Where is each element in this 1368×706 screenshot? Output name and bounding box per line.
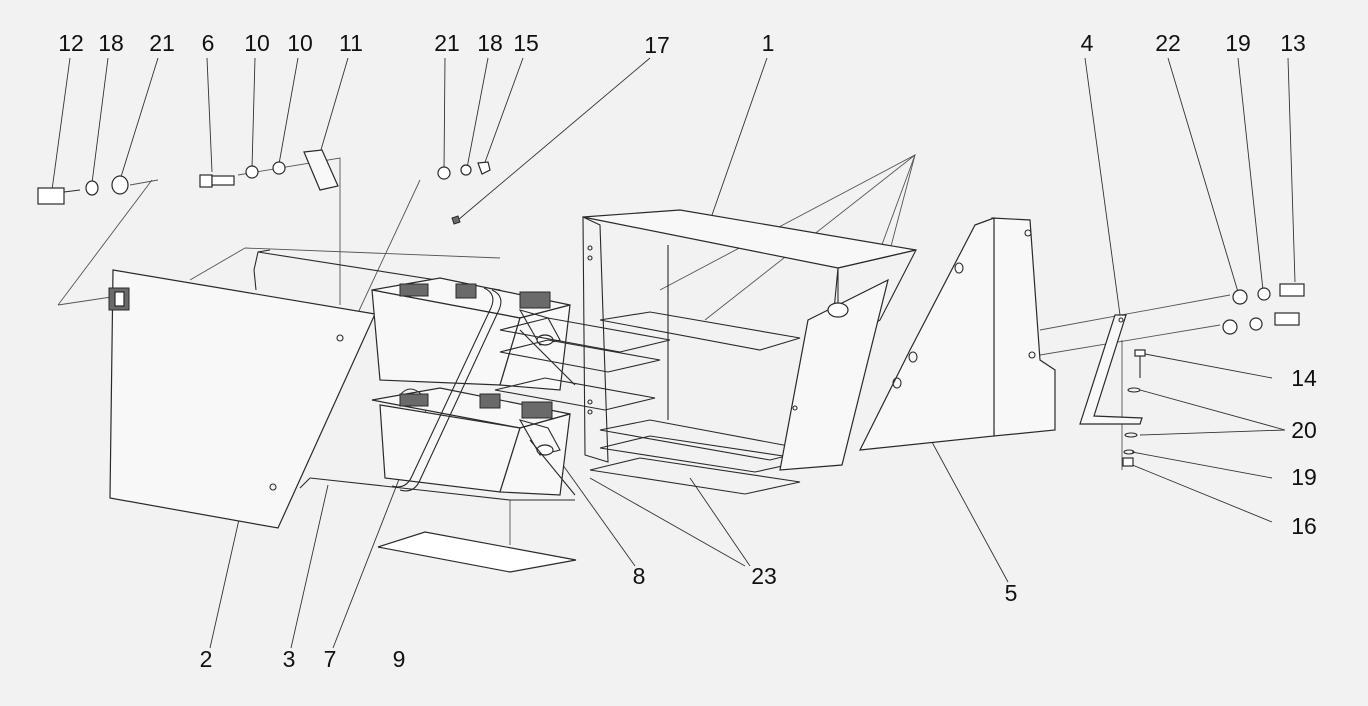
bolt-6-icon <box>199 174 213 188</box>
callout-10-b: 10 <box>287 30 313 56</box>
bolt-12-icon <box>37 187 65 205</box>
front-cover-part-2 <box>108 269 376 529</box>
washer-21-mid-icon <box>437 166 451 180</box>
callout-2: 2 <box>200 646 213 672</box>
callout-8: 8 <box>633 563 646 589</box>
washer-18-icon <box>85 180 99 196</box>
top-mid-fasteners <box>437 161 491 225</box>
lock-washer-19-icon <box>1257 287 1271 301</box>
callout-21-left: 21 <box>149 30 175 56</box>
callout-3: 3 <box>283 646 296 672</box>
shelf-pads-part-23 <box>494 317 811 495</box>
nut-17-icon <box>451 215 461 225</box>
leader-lines <box>51 57 1296 649</box>
callout-18-left: 18 <box>98 30 124 56</box>
hold-down-rods-part-8 <box>519 329 576 496</box>
handle-part-7 <box>391 287 502 492</box>
callout-1: 1 <box>762 30 775 56</box>
callout-15: 15 <box>513 30 539 56</box>
callout-19-top: 19 <box>1225 30 1251 56</box>
callout-17: 17 <box>644 32 670 58</box>
callout-21-mid: 21 <box>434 30 460 56</box>
plate-11-icon <box>303 149 339 191</box>
washer-21-icon <box>111 175 129 195</box>
washer-10-b-icon <box>272 161 286 175</box>
right-fasteners <box>1222 283 1305 335</box>
callout-18-mid: 18 <box>477 30 503 56</box>
callout-12: 12 <box>58 30 84 56</box>
callout-5: 5 <box>1005 580 1018 606</box>
battery-box-part-1 <box>582 209 918 471</box>
callout-14: 14 <box>1291 365 1317 391</box>
strap-part-4 <box>1079 314 1143 425</box>
callout-16: 16 <box>1291 513 1317 539</box>
callout-10-a: 10 <box>244 30 270 56</box>
washer-22-icon <box>1232 289 1248 305</box>
callout-11: 11 <box>339 30 363 56</box>
terminal-icon <box>399 283 429 297</box>
callout-23: 23 <box>751 563 777 589</box>
callout-labels: 12 18 21 6 10 10 11 21 18 15 17 1 4 22 1… <box>58 30 1317 672</box>
nut-16-icon <box>1122 457 1134 467</box>
top-left-fasteners <box>37 175 129 205</box>
callout-20: 20 <box>1291 417 1317 443</box>
callout-19-bottom: 19 <box>1291 464 1317 490</box>
callout-13: 13 <box>1280 30 1306 56</box>
washer-18-mid-icon <box>460 164 472 176</box>
floor-mat-part-9 <box>377 531 577 573</box>
side-panel-part-5 <box>858 217 1056 451</box>
callout-22: 22 <box>1155 30 1181 56</box>
callout-4: 4 <box>1081 30 1094 56</box>
callout-7: 7 <box>324 646 337 672</box>
callout-6: 6 <box>202 30 215 56</box>
bolt-14-icon <box>1134 349 1146 357</box>
washer-10-a-icon <box>245 165 259 179</box>
small-hardware <box>1122 349 1146 467</box>
top-fasteners-6-10-11 <box>199 149 339 191</box>
battery-upper <box>371 277 571 391</box>
nut-15-icon <box>477 161 491 175</box>
bolt-13-icon <box>1279 283 1305 297</box>
callout-9: 9 <box>393 646 406 672</box>
battery-lower <box>371 387 571 496</box>
